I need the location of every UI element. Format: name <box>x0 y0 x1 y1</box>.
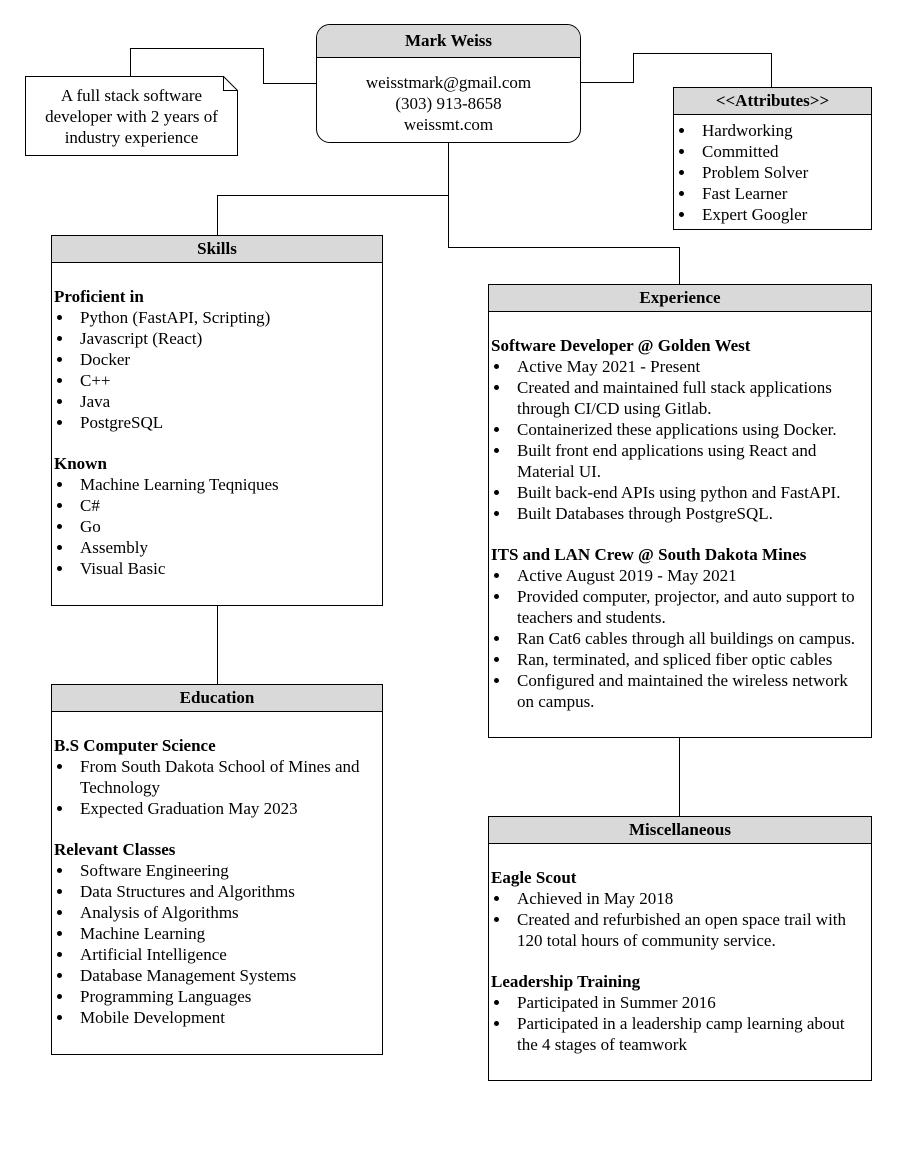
connector-line <box>633 53 772 54</box>
summary-line: developer with 2 years of <box>45 107 218 126</box>
list-item: Artificial Intelligence <box>54 944 380 965</box>
list-item: Ran Cat6 cables through all buildings on… <box>491 628 869 649</box>
list-item: Expert Googler <box>676 204 869 225</box>
note-shape <box>25 76 238 156</box>
job1-list: Active May 2021 - Present Created and ma… <box>491 356 869 524</box>
known-list: Machine Learning Teqniques C# Go Assembl… <box>54 474 380 579</box>
skills-header: Skills <box>52 236 382 263</box>
section-title: B.S Computer Science <box>54 736 216 755</box>
list-item: Javascript (React) <box>54 328 380 349</box>
list-item: Built front end applications using React… <box>491 440 869 482</box>
connector-line <box>217 605 218 685</box>
attributes-header: <<Attributes>> <box>674 88 871 115</box>
education-box: Education B.S Computer Science From Sout… <box>51 684 383 1055</box>
section-title: Eagle Scout <box>491 868 577 887</box>
connector-line <box>448 247 680 248</box>
list-item: From South Dakota School of Mines and Te… <box>54 756 380 798</box>
list-item: Ran, terminated, and spliced fiber optic… <box>491 649 869 670</box>
section-title: Proficient in <box>54 287 144 306</box>
list-item: Assembly <box>54 537 380 558</box>
list-item: Machine Learning <box>54 923 380 944</box>
section-title: ITS and LAN Crew @ South Dakota Mines <box>491 545 807 564</box>
connector-line <box>679 737 680 817</box>
connector-line <box>217 195 218 236</box>
list-item: Analysis of Algorithms <box>54 902 380 923</box>
classes-list: Software Engineering Data Structures and… <box>54 860 380 1028</box>
list-item: Fast Learner <box>676 183 869 204</box>
attributes-list: Hardworking Committed Problem Solver Fas… <box>674 115 871 225</box>
list-item: Achieved in May 2018 <box>491 888 869 909</box>
list-item: Created and maintained full stack applic… <box>491 377 869 419</box>
list-item: Software Engineering <box>54 860 380 881</box>
connector-line <box>679 247 680 285</box>
attributes-box: <<Attributes>> Hardworking Committed Pro… <box>673 87 872 230</box>
section-title: Leadership Training <box>491 972 641 991</box>
list-item: Python (FastAPI, Scripting) <box>54 307 380 328</box>
leadership-list: Participated in Summer 2016 Participated… <box>491 992 869 1055</box>
list-item: Data Structures and Algorithms <box>54 881 380 902</box>
website: weissmt.com <box>403 115 494 134</box>
summary-line: A full stack software <box>60 86 203 105</box>
education-header: Education <box>52 685 382 712</box>
list-item: Machine Learning Teqniques <box>54 474 380 495</box>
list-item: Hardworking <box>676 120 869 141</box>
eagle-scout-list: Achieved in May 2018 Created and refurbi… <box>491 888 869 951</box>
list-item: C++ <box>54 370 380 391</box>
list-item: Active August 2019 - May 2021 <box>491 565 869 586</box>
miscellaneous-box: Miscellaneous Eagle Scout Achieved in Ma… <box>488 816 872 1081</box>
connector-line <box>217 195 449 196</box>
connector-line <box>130 48 264 49</box>
name-header: Mark Weiss <box>317 25 580 58</box>
connector-line <box>130 48 131 78</box>
name: Mark Weiss <box>404 31 493 50</box>
list-item: Java <box>54 391 380 412</box>
section-title: Known <box>54 454 107 473</box>
list-item: Go <box>54 516 380 537</box>
list-item: Provided computer, projector, and auto s… <box>491 586 869 628</box>
job2-list: Active August 2019 - May 2021 Provided c… <box>491 565 869 712</box>
list-item: Database Management Systems <box>54 965 380 986</box>
proficient-list: Python (FastAPI, Scripting) Javascript (… <box>54 307 380 433</box>
summary-note: A full stack software developer with 2 y… <box>25 85 238 148</box>
list-item: Mobile Development <box>54 1007 380 1028</box>
list-item: Created and refurbished an open space tr… <box>491 909 869 951</box>
skills-box: Skills Proficient in Python (FastAPI, Sc… <box>51 235 383 606</box>
phone: (303) 913-8658 <box>395 94 502 113</box>
list-item: Problem Solver <box>676 162 869 183</box>
list-item: Built Databases through PostgreSQL. <box>491 503 869 524</box>
connector-line <box>263 83 317 84</box>
list-item: Configured and maintained the wireless n… <box>491 670 869 712</box>
list-item: Committed <box>676 141 869 162</box>
list-item: Expected Graduation May 2023 <box>54 798 380 819</box>
connector-line <box>263 48 264 83</box>
list-item: Built back-end APIs using python and Fas… <box>491 482 869 503</box>
miscellaneous-header: Miscellaneous <box>489 817 871 844</box>
list-item: Containerized these applications using D… <box>491 419 869 440</box>
list-item: PostgreSQL <box>54 412 380 433</box>
experience-box: Experience Software Developer @ Golden W… <box>488 284 872 738</box>
contact-card: Mark Weiss weisstmark@gmail.com (303) 91… <box>316 24 581 143</box>
list-item: Participated in Summer 2016 <box>491 992 869 1013</box>
section-title: Software Developer @ Golden West <box>491 336 751 355</box>
degree-list: From South Dakota School of Mines and Te… <box>54 756 380 819</box>
email: weisstmark@gmail.com <box>365 73 532 92</box>
list-item: C# <box>54 495 380 516</box>
list-item: Docker <box>54 349 380 370</box>
connector-line <box>580 82 634 83</box>
list-item: Visual Basic <box>54 558 380 579</box>
connector-line <box>771 53 772 88</box>
list-item: Programming Languages <box>54 986 380 1007</box>
section-title: Relevant Classes <box>54 840 176 859</box>
summary-line: industry experience <box>64 128 199 147</box>
experience-header: Experience <box>489 285 871 312</box>
list-item: Participated in a leadership camp learni… <box>491 1013 869 1055</box>
connector-line <box>633 53 634 83</box>
list-item: Active May 2021 - Present <box>491 356 869 377</box>
